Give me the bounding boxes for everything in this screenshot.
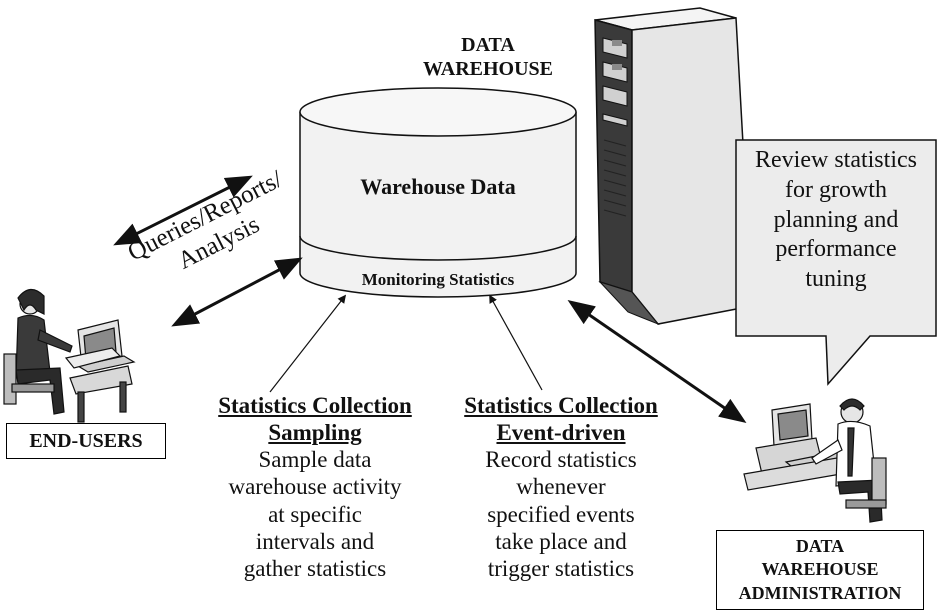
event-driven-desc-line: trigger statistics bbox=[487, 555, 635, 581]
admin-arrow bbox=[567, 299, 747, 424]
end-user-icon bbox=[3, 288, 136, 423]
administration-box: DATA WAREHOUSE ADMINISTRATION bbox=[716, 530, 924, 610]
callout-line: Review statistics bbox=[755, 147, 917, 173]
event-driven-block: Statistics Collection Event-driven Recor… bbox=[446, 392, 676, 582]
administrator-icon bbox=[743, 398, 887, 523]
warehouse-data-label: Warehouse Data bbox=[360, 174, 516, 199]
admin-label-line: WAREHOUSE bbox=[761, 559, 879, 580]
callout-bubble bbox=[735, 139, 937, 386]
admin-label-line: DATA bbox=[795, 536, 845, 556]
callout-line: performance bbox=[775, 236, 897, 263]
sampling-desc-line: warehouse activity bbox=[228, 474, 402, 500]
sampling-block: Statistics Collection Sampling Sample da… bbox=[200, 392, 430, 582]
event-driven-desc-line: take place and bbox=[495, 528, 627, 554]
queries-arrow-lower bbox=[171, 257, 303, 327]
sampling-desc-line: Sample data bbox=[258, 447, 372, 473]
event-driven-desc-line: specified events bbox=[487, 501, 635, 527]
event-driven-heading-line2: Event-driven bbox=[496, 420, 626, 446]
end-users-label: END-USERS bbox=[29, 430, 143, 452]
event-driven-heading-line1: Statistics Collection bbox=[464, 393, 658, 418]
warehouse-title: DATA WAREHOUSE bbox=[418, 34, 558, 81]
queries-arrow-upper bbox=[113, 175, 253, 246]
sampling-arrow bbox=[269, 294, 347, 393]
monitoring-statistics-label: Monitoring Statistics bbox=[361, 270, 515, 289]
warehouse-title-line2: WAREHOUSE bbox=[422, 57, 554, 80]
sampling-heading-line1: Statistics Collection bbox=[218, 393, 412, 418]
callout-line: tuning bbox=[805, 266, 867, 292]
sampling-desc-line: at specific bbox=[268, 501, 362, 527]
server-tower-icon bbox=[594, 7, 753, 326]
warehouse-title-line1: DATA bbox=[461, 34, 515, 56]
callout-text: Review statistics for growth planning an… bbox=[738, 146, 934, 295]
callout-line: for growth bbox=[785, 176, 887, 203]
end-users-box: END-USERS bbox=[6, 423, 166, 459]
event-driven-desc-line: Record statistics bbox=[485, 447, 637, 473]
warehouse-cylinder bbox=[299, 87, 577, 298]
event-driven-desc-line: whenever bbox=[516, 474, 606, 500]
callout-line: planning and bbox=[773, 206, 899, 233]
sampling-desc-line: intervals and bbox=[255, 528, 375, 554]
sampling-desc-line: gather statistics bbox=[243, 555, 387, 581]
sampling-heading-line2: Sampling bbox=[268, 420, 362, 446]
admin-label-line: ADMINISTRATION bbox=[738, 582, 902, 603]
event-driven-arrow bbox=[489, 294, 543, 391]
